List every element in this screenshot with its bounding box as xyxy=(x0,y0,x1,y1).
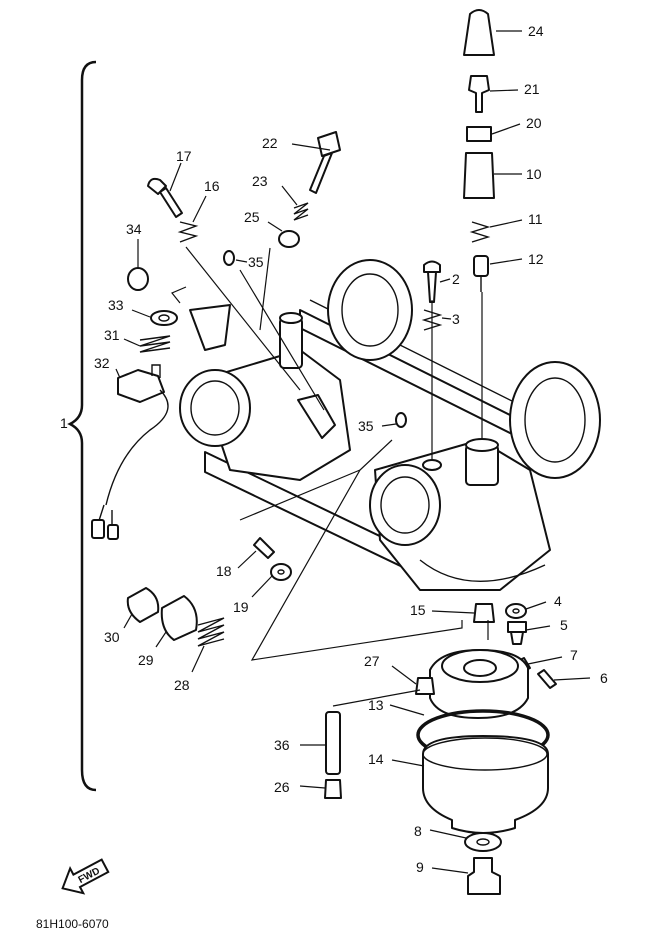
spring-23 xyxy=(293,202,309,221)
label-7: 7 xyxy=(570,647,578,663)
label-34: 34 xyxy=(126,221,142,237)
label-15: 15 xyxy=(410,602,426,618)
gasket-8 xyxy=(464,832,502,852)
label-13: 13 xyxy=(368,697,384,713)
rubber-cap-24 xyxy=(463,9,495,56)
collar-25 xyxy=(278,230,300,248)
label-6: 6 xyxy=(600,670,608,686)
washer-33 xyxy=(150,310,178,326)
label-35-lower: 35 xyxy=(358,418,374,434)
label-26: 26 xyxy=(274,779,290,795)
carburetor-body xyxy=(179,259,601,591)
label-16: 16 xyxy=(204,178,220,194)
label-14: 14 xyxy=(368,751,384,767)
screw-17 xyxy=(147,177,183,218)
label-18: 18 xyxy=(216,563,232,579)
label-10: 10 xyxy=(526,166,542,182)
label-27: 27 xyxy=(364,653,380,669)
jet-15 xyxy=(473,603,495,623)
drain-screw-5 xyxy=(507,621,527,645)
label-2: 2 xyxy=(452,271,460,287)
label-20: 20 xyxy=(526,115,542,131)
main-jet-26 xyxy=(324,779,342,799)
label-4: 4 xyxy=(554,593,562,609)
label-25: 25 xyxy=(244,209,260,225)
label-8: 8 xyxy=(414,823,422,839)
spring-16 xyxy=(177,221,199,243)
fitting-32 xyxy=(117,369,165,403)
nut-20 xyxy=(466,126,492,142)
label-30: 30 xyxy=(104,629,120,645)
spring-3 xyxy=(421,309,443,331)
label-35-upper: 35 xyxy=(248,254,264,270)
plunger-12 xyxy=(473,255,489,277)
screw-2 xyxy=(423,260,441,303)
cap-nut-10 xyxy=(463,152,495,199)
plug-35-lower xyxy=(395,412,407,428)
label-22: 22 xyxy=(262,135,278,151)
pin-6 xyxy=(537,669,557,689)
guide-29 xyxy=(160,595,198,641)
plug-bolt-9 xyxy=(467,857,501,895)
label-9: 9 xyxy=(416,859,424,875)
label-24: 24 xyxy=(528,23,544,39)
label-28: 28 xyxy=(174,677,190,693)
label-31: 31 xyxy=(104,327,120,343)
float-bowl-14 xyxy=(422,735,549,834)
label-12: 12 xyxy=(528,251,544,267)
plug-35-upper xyxy=(223,250,235,266)
pin-18 xyxy=(253,537,275,559)
label-5: 5 xyxy=(560,617,568,633)
washer-4 xyxy=(505,603,527,619)
washer-19 xyxy=(270,563,292,581)
screw-27 xyxy=(415,677,435,695)
label-11: 11 xyxy=(528,211,543,227)
assembly-guides xyxy=(171,246,489,707)
label-32: 32 xyxy=(94,355,110,371)
label-1: 1 xyxy=(60,415,68,431)
cap-34 xyxy=(127,267,149,291)
collar-30 xyxy=(126,587,160,623)
label-19: 19 xyxy=(233,599,249,615)
label-33: 33 xyxy=(108,297,124,313)
fwd-arrow-icon: FWD xyxy=(61,858,110,895)
spring-31 xyxy=(139,335,171,353)
label-36: 36 xyxy=(274,737,290,753)
spring-28 xyxy=(197,617,225,647)
label-21: 21 xyxy=(524,81,540,97)
emulsion-tube-36 xyxy=(325,711,341,775)
fitting-21 xyxy=(468,75,490,113)
label-23: 23 xyxy=(252,173,268,189)
part-labels: 1 2 3 4 5 6 7 8 9 10 11 12 13 14 15 16 1… xyxy=(60,23,608,875)
hose-wire xyxy=(95,389,169,540)
label-29: 29 xyxy=(138,652,154,668)
leader-lines xyxy=(115,30,591,874)
label-17: 17 xyxy=(176,148,192,164)
spring-11 xyxy=(469,221,491,243)
figure-code: 81H100-6070 xyxy=(36,917,109,931)
label-3: 3 xyxy=(452,311,460,327)
assembly-bracket xyxy=(67,60,97,792)
idle-screw-22 xyxy=(309,131,341,194)
